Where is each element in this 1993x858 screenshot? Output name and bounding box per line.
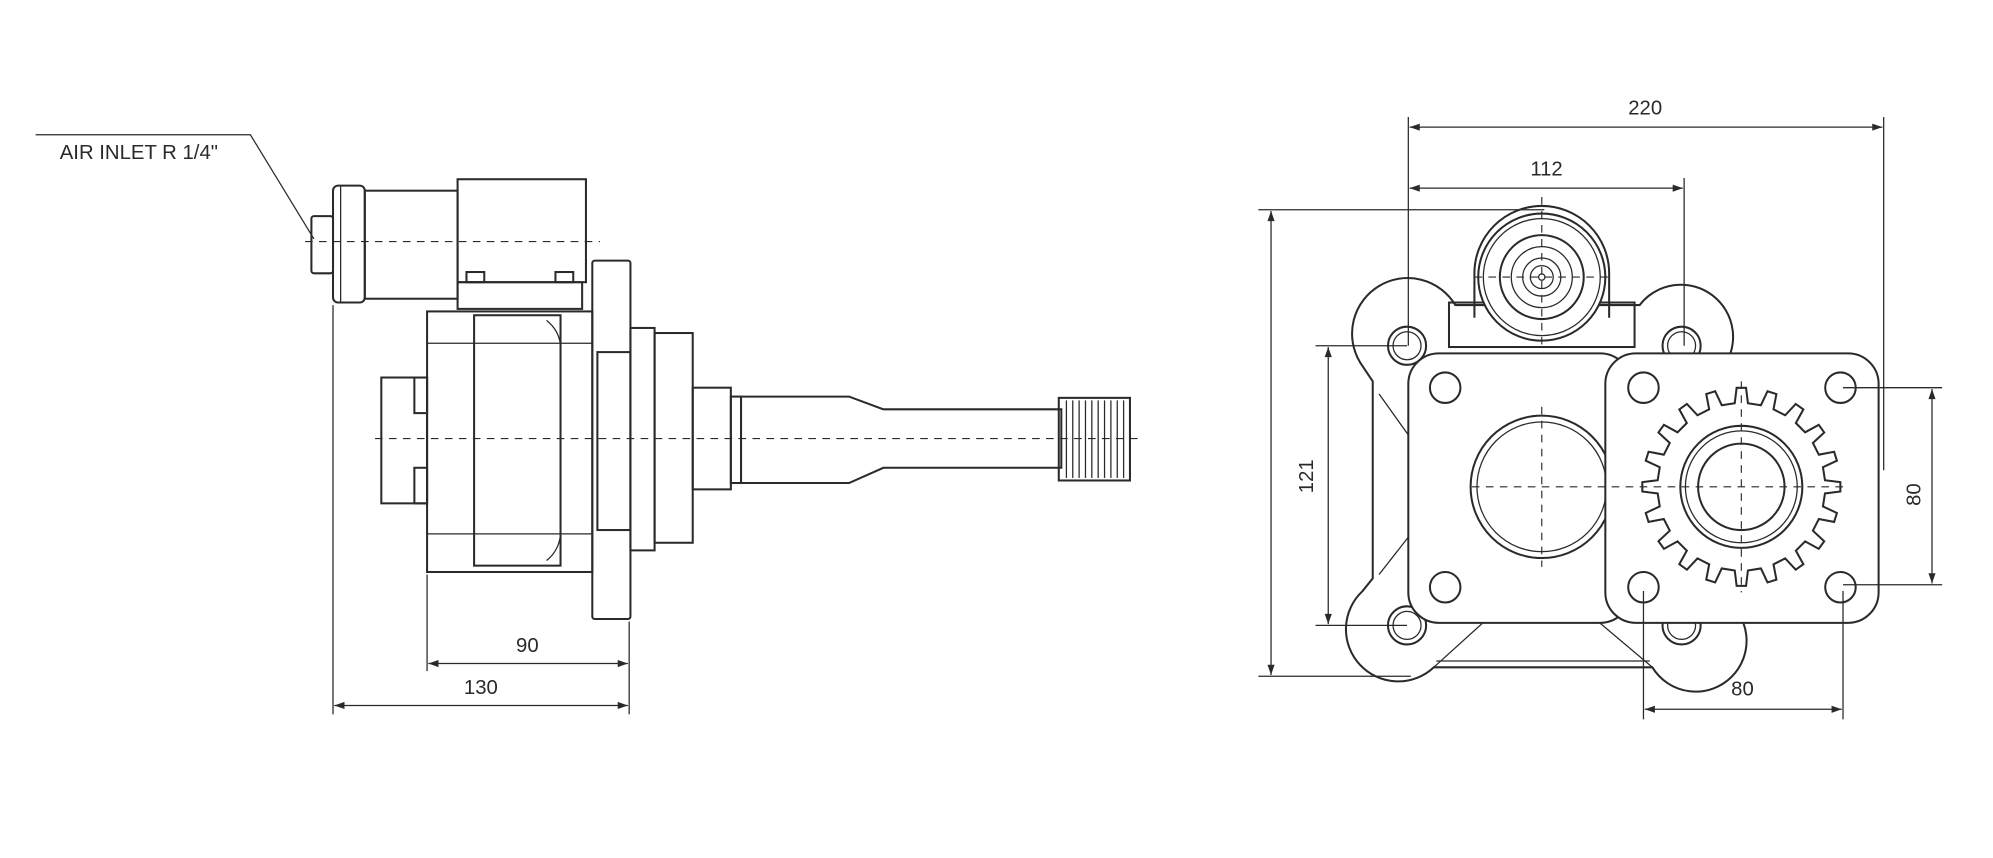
side-dimensions: 90 130	[332, 305, 630, 715]
front-view: 220 112 121 80 80	[1258, 97, 1943, 720]
air-valve-front	[1447, 197, 1636, 350]
dim-80-vertical-label: 80	[1904, 483, 1926, 506]
dim-90-label: 90	[516, 635, 539, 657]
front-flange-right	[1471, 352, 1880, 624]
output-shaft	[374, 386, 1139, 491]
air-valve	[305, 178, 600, 310]
dim-80-horizontal-label: 80	[1731, 678, 1754, 700]
dim-121-label: 121	[1296, 459, 1318, 493]
pto-housing	[380, 310, 594, 574]
output-gear	[1641, 386, 1842, 587]
front-dimensions: 220 112 121 80 80	[1258, 97, 1943, 720]
side-view: AIR INLET R 1/4"	[35, 134, 1139, 715]
dim-220-label: 220	[1628, 97, 1662, 119]
spline	[1057, 396, 1131, 482]
air-inlet-leader: AIR INLET R 1/4"	[35, 134, 315, 240]
mounting-flange	[591, 259, 694, 621]
dim-112-label: 112	[1530, 158, 1562, 180]
front-flange-left	[1407, 352, 1632, 624]
air-inlet-label: AIR INLET R 1/4"	[60, 142, 218, 164]
dim-130-label: 130	[464, 677, 498, 699]
